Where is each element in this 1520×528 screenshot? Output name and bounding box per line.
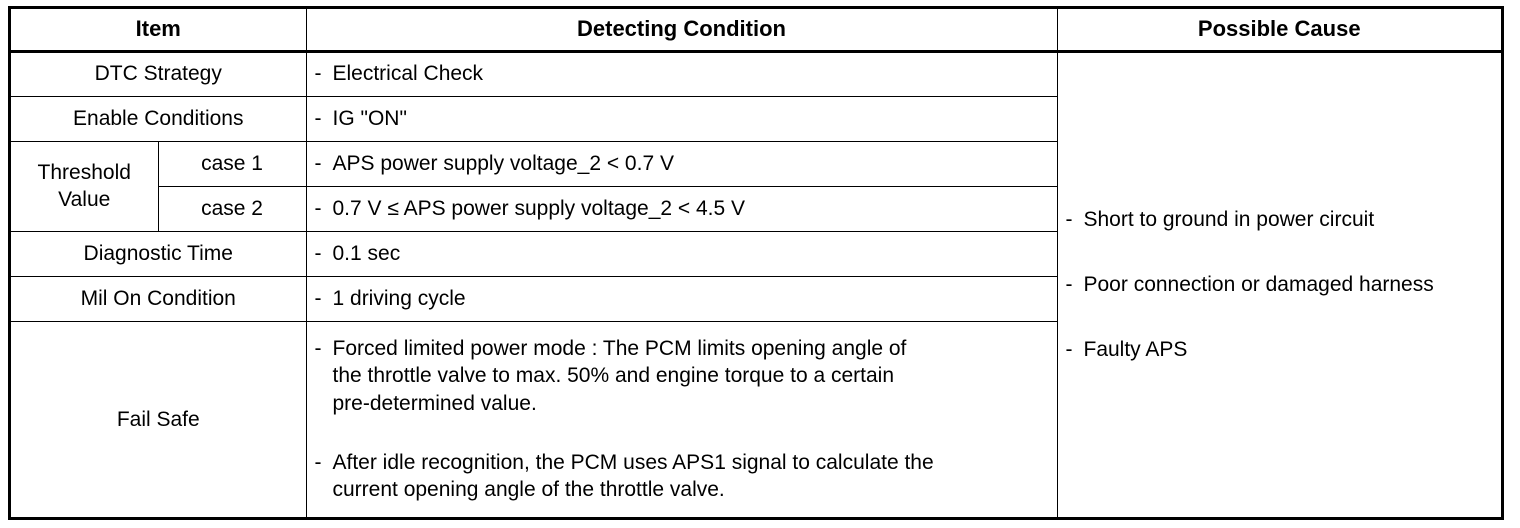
value-diagnostic-time: -0.1 sec [305,230,1057,277]
row-diagnostic-time: Diagnostic Time -0.1 sec [11,230,1501,277]
possible-cause-cell: -Short to ground in power circuit -Poor … [1056,50,1501,518]
row-dtc-strategy: DTC Strategy -Electrical Check -Short to… [11,50,1501,518]
row-enable-conditions: Enable Conditions -IG "ON" [11,95,1501,142]
dtc-table: Item Detecting Condition Possible Cause … [11,9,1501,518]
list-item: -Short to ground in power circuit [1065,207,1375,231]
header-detecting-condition: Detecting Condition [305,9,1058,53]
value-dtc-strategy: -Electrical Check [305,50,1058,97]
list-item: -Poor connection or damaged harness [1065,272,1434,296]
label-case-1: case 1 [157,140,307,187]
header-possible-cause: Possible Cause [1056,9,1501,53]
value-case-2: -0.7 V ≤ APS power supply voltage_2 < 4.… [305,185,1057,232]
label-case-2: case 2 [158,185,307,232]
dtc-table-frame: Item Detecting Condition Possible Cause … [8,6,1504,520]
label-threshold-value: Threshold Value [11,140,159,232]
row-fail-safe: Fail Safe - Forced limited power mode : … [11,320,1501,517]
label-fail-safe: Fail Safe [11,320,307,517]
list-item: - Forced limited power mode : The PCM li… [314,337,907,415]
table-header-row: Item Detecting Condition Possible Cause [11,9,1501,53]
label-diagnostic-time: Diagnostic Time [11,230,307,277]
value-case-1: -APS power supply voltage_2 < 0.7 V [305,140,1057,187]
list-item: -Faulty APS [1065,338,1188,362]
cause-list: -Short to ground in power circuit -Poor … [1066,206,1494,364]
list-item: - After idle recognition, the PCM uses A… [314,450,934,502]
row-threshold-case2: case 2 -0.7 V ≤ APS power supply voltage… [11,185,1501,232]
value-enable-conditions: -IG "ON" [305,95,1057,142]
value-fail-safe: - Forced limited power mode : The PCM li… [305,320,1057,517]
label-enable-conditions: Enable Conditions [11,95,307,142]
label-dtc-strategy: DTC Strategy [11,50,307,97]
value-mil-on-condition: -1 driving cycle [305,275,1057,322]
header-item: Item [11,9,307,53]
label-mil-on-condition: Mil On Condition [11,275,307,322]
row-mil-on-condition: Mil On Condition -1 driving cycle [11,275,1501,322]
